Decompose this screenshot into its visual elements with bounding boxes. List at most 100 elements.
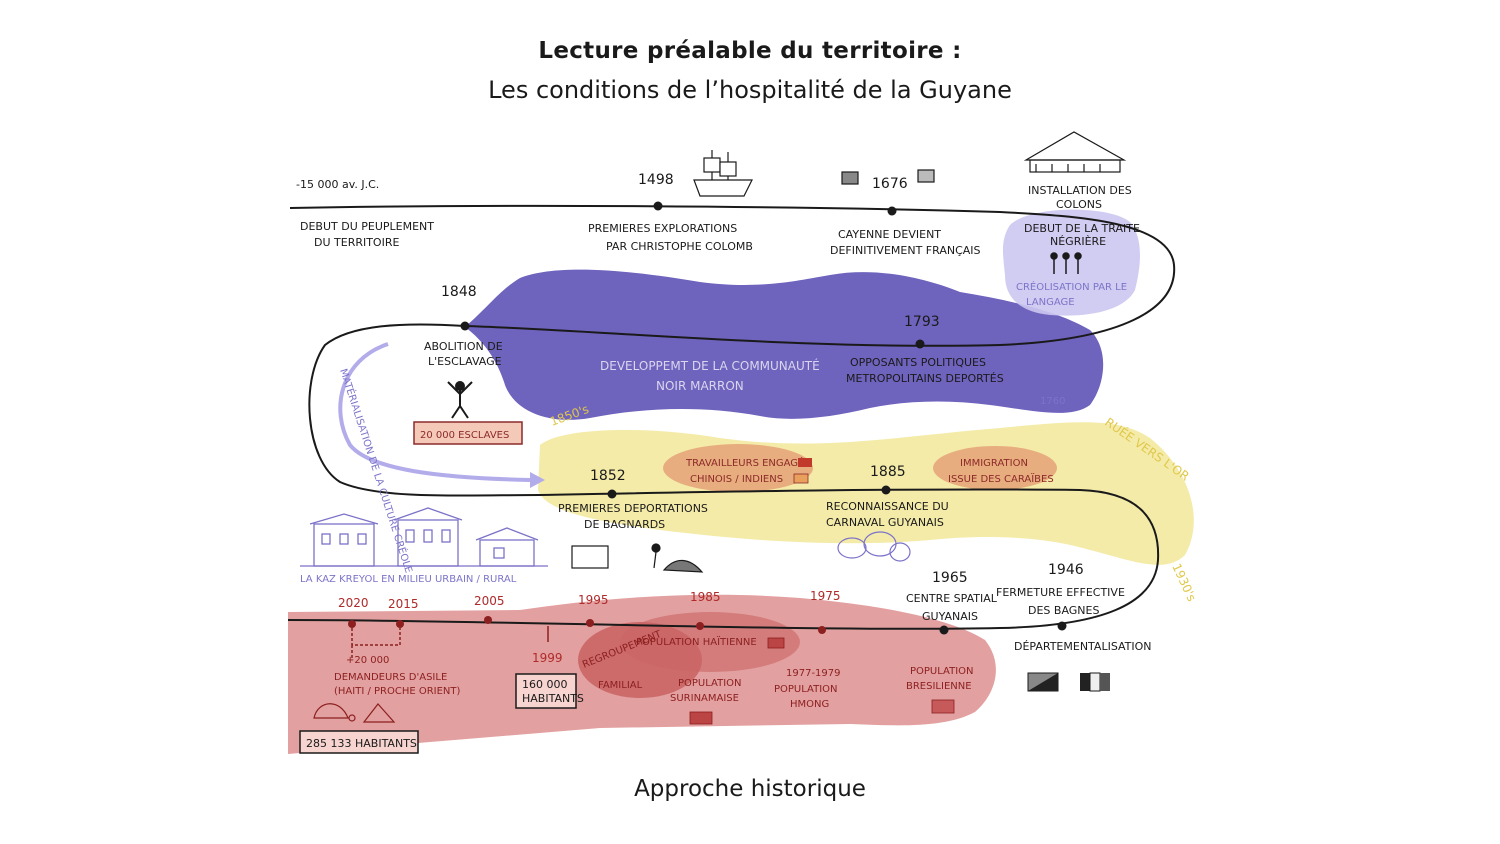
dot-1946 [1057,621,1067,631]
label-bresil-2: BRESILIENNE [906,681,972,692]
population-total: 285 133 HABITANTS [306,737,417,750]
red-dots [348,616,826,634]
label-traite-1: DEBUT DE LA TRAITE [1024,222,1140,235]
china-flag [798,458,812,467]
label-workers-1: TRAVAILLEURS ENGAGÉS [685,456,811,469]
label-bagnards-2: DE BAGNARDS [584,518,665,531]
label-abolition-1: ABOLITION DE [424,340,503,353]
regroup-label-2: FAMILIAL [598,680,643,691]
label-cayenne-2: DEFINITIVEMENT FRANÇAIS [830,244,981,257]
label-creolisation-2: LANGAGE [1026,297,1075,308]
dot-1848 [460,321,470,331]
label-explorations-1: PREMIERES EXPLORATIONS [588,222,737,235]
brazil-flag [931,699,955,714]
label-opposants-1: OPPOSANTS POLITIQUES [850,356,986,369]
dot-1995 [586,619,594,627]
haiti-flag [767,637,785,649]
caption: Approche historique [634,776,866,802]
label-peuplement-2: DU TERRITOIRE [314,236,399,249]
inhabitants-1999-1: 160 000 [522,678,568,691]
tents-icon [313,703,396,723]
date-1852: 1852 [590,468,626,484]
population-box [299,730,419,754]
label-bagnes-2: DES BAGNES [1028,604,1099,617]
timeline-line [287,204,1176,630]
immigration-bubble [933,446,1057,490]
label-bresil-1: POPULATION [910,666,974,677]
dot-1885 [881,485,891,495]
label-creolisation-1: CRÉOLISATION PAR LE [1016,280,1127,293]
bagnard-scene-icon [571,543,704,573]
dot-2005 [484,616,492,624]
dot-1852 [607,489,617,499]
label-haiti: POPULATION HAÏTIENNE [636,635,757,648]
label-1930s: 1930's [1169,561,1199,603]
dot-2020 [348,620,356,628]
label-workers-2: CHINOIS / INDIENS [690,474,783,485]
flags-icon [1027,672,1110,692]
date-1999: 1999 [532,651,563,665]
asylum-label-2: (HAITI / PROCHE ORIENT) [334,686,461,697]
traite-bubble [1002,209,1140,316]
dot-2015 [396,620,404,628]
timeline-dots [460,201,1067,635]
date-15000: -15 000 av. J.C. [296,178,379,191]
creole-arrow-head [530,472,545,488]
year-2015: 2015 [388,597,419,611]
dot-1676 [887,206,897,216]
dot-1793 [915,339,925,349]
dot-1498 [653,201,663,211]
inhabitants-1999-box [515,673,577,709]
side-year-1760: 1760 [1040,396,1065,407]
label-spatial-1: CENTRE SPATIAL [906,592,998,605]
year-2005: 2005 [474,594,505,608]
houses-caption: LA KAZ KREYOL EN MILIEU URBAIN / RURAL [300,574,517,585]
date-1848: 1848 [441,284,477,300]
red-ticks [351,626,549,660]
label-traite-2: NÉGRIÈRE [1050,235,1106,248]
hmong-years: 1977-1979 [786,668,841,679]
asylum-count: +20 000 [346,655,389,666]
year-1975: 1975 [810,589,841,603]
date-1965: 1965 [932,570,968,586]
label-hmong-2: HMONG [790,699,829,710]
creole-arrow [338,342,531,482]
surinam-flag [689,711,713,725]
label-surinam-1: POPULATION [678,678,742,689]
label-carnaval-1: RECONNAISSANCE DU [826,500,949,513]
year-1995: 1995 [578,593,609,607]
dot-1965 [939,625,949,635]
colonial-building-icon [1023,131,1127,173]
label-explorations-2: PAR CHRISTOPHE COLOMB [606,240,753,253]
label-departementalisation: DÉPARTEMENTALISATION [1014,640,1152,653]
label-bagnes-1: FERMETURE EFFECTIVE [996,586,1125,599]
carnival-masks-icon [837,531,911,562]
label-colons-1: INSTALLATION DES [1028,184,1132,197]
label-noir-marron-2: NOIR MARRON [656,379,744,393]
dot-1985 [696,622,704,630]
flag-sketch-icon [841,169,935,185]
slaves-badge-box [413,421,523,445]
page-title: Lecture préalable du territoire : [538,38,962,64]
india-flag [793,473,809,484]
label-bagnards-1: PREMIERES DEPORTATIONS [558,502,708,515]
kaz-kreyol-houses-icon [300,507,548,567]
freed-slave-icon [447,381,473,419]
label-surinam-2: SURINAMAISE [670,693,739,704]
date-1676: 1676 [872,176,908,192]
workers-bubble [663,444,813,492]
label-opposants-2: METROPOLITAINS DEPORTÉS [846,372,1004,385]
slaves-walking-icon [1050,252,1082,274]
label-cayenne-1: CAYENNE DEVIENT [838,228,941,241]
label-spatial-2: GUYANAIS [922,610,978,623]
page-subtitle: Les conditions de l’hospitalité de la Gu… [488,76,1012,104]
date-1498: 1498 [638,172,674,188]
asylum-label-1: DEMANDEURS D'ASILE [334,672,447,683]
label-peuplement-1: DEBUT DU PEUPLEMENT [300,220,434,233]
label-colons-2: COLONS [1056,198,1102,211]
ship-icon [693,150,753,197]
label-noir-marron-1: DEVELOPPEMT DE LA COMMUNAUTÉ [600,358,820,373]
inhabitants-1999-2: HABITANTS [522,692,584,705]
slaves-badge: 20 000 ESCLAVES [420,430,509,441]
